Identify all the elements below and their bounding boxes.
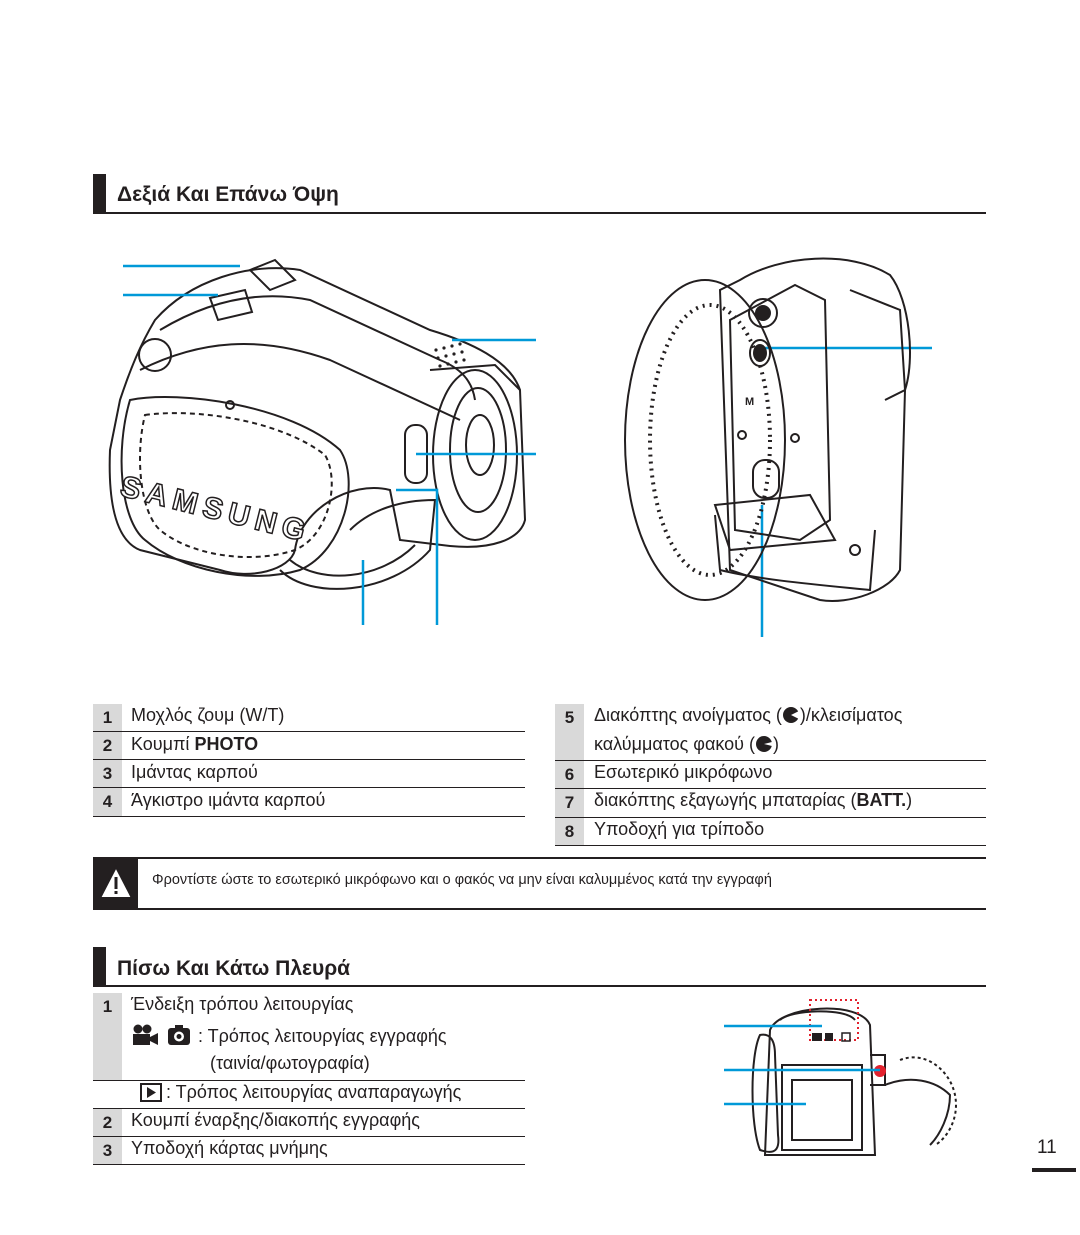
item-record-button: Κουμπί έναρξης/διακοπής εγγραφής (131, 1110, 420, 1130)
camcorder-back-view-illustration (751, 999, 957, 1156)
section-marker (93, 947, 106, 987)
record-mode-label-line2: (ταινία/φωτογραφία) (210, 1053, 370, 1073)
photo-camera-icon (168, 1025, 190, 1045)
page-number: 11 (1037, 1137, 1057, 1158)
item-internal-microphone: Εσωτερικό μικρόφωνο (594, 762, 773, 782)
record-mode-icons (131, 1024, 191, 1048)
row-divider (93, 787, 525, 788)
item-number: 1 (93, 993, 122, 1080)
section-title-top-view: Δεξιά Και Επάνω Όψη (117, 183, 339, 206)
section-rule (93, 212, 986, 214)
play-icon (140, 1083, 162, 1102)
item-number: 5 (555, 704, 584, 760)
lens-open-icon (782, 707, 799, 723)
page-number-rule (1032, 1168, 1076, 1172)
row-divider (555, 817, 986, 818)
row-divider (93, 1136, 525, 1137)
row-divider (93, 1080, 525, 1081)
item-photo-button: Κουμπί PHOTO (131, 734, 259, 754)
movie-camera-icon (133, 1024, 158, 1045)
svg-text:M: M (745, 396, 754, 408)
row-divider (93, 1108, 525, 1109)
row-divider (93, 1164, 525, 1165)
item-zoom-lever: Μοχλός ζουμ (W/T) (131, 705, 285, 725)
item-memory-card-slot: Υποδοχή κάρτας μνήμης (131, 1138, 328, 1158)
warning-triangle-icon (98, 864, 134, 899)
item-lens-cover-switch-line2: καλύμματος φακού () (594, 734, 779, 754)
item-number: 3 (93, 1137, 122, 1164)
item-number: 2 (93, 732, 122, 759)
warning-bottom-rule (93, 908, 986, 910)
lens-close-icon (756, 736, 772, 752)
warning-text: Φροντίστε ώστε το εσωτερικό μικρόφωνο κα… (152, 872, 772, 888)
item-mode-indicator: Ένδειξη τρόπου λειτουργίας (131, 994, 354, 1014)
record-mode-label: : Τρόπος λειτουργίας εγγραφής (198, 1026, 447, 1046)
item-lens-cover-switch: Διακόπτης ανοίγματος ()/κλεισίματος (594, 705, 903, 725)
row-divider (93, 731, 525, 732)
item-number: 6 (555, 761, 584, 788)
item-number: 2 (93, 1109, 122, 1136)
warning-top-rule (93, 857, 986, 859)
row-divider (555, 845, 986, 846)
item-grip-belt-hook: Άγκιστρο ιμάντα καρπού (131, 790, 326, 810)
camcorder-bottom-view-illustration: M (624, 257, 911, 602)
item-battery-release-switch: διακόπτης εξαγωγής μπαταρίας (BATT.) (594, 790, 913, 810)
row-divider (555, 760, 986, 761)
item-number: 3 (93, 760, 122, 787)
playback-mode-label: : Τρόπος λειτουργίας αναπαραγωγής (166, 1082, 462, 1102)
item-number: 1 (93, 704, 122, 731)
row-divider (93, 759, 525, 760)
section-marker (93, 174, 106, 214)
item-grip-belt: Ιμάντας καρπού (131, 762, 258, 782)
item-number: 8 (555, 818, 584, 845)
camcorder-right-view-illustration (108, 258, 527, 590)
section-rule (93, 985, 986, 987)
item-number: 7 (555, 789, 584, 817)
section-title-back-view: Πίσω Και Κάτω Πλευρά (117, 957, 351, 980)
item-tripod-receptacle: Υποδοχή για τρίποδο (594, 819, 765, 839)
row-divider (93, 816, 525, 817)
item-number: 4 (93, 788, 122, 816)
row-divider (555, 788, 986, 789)
